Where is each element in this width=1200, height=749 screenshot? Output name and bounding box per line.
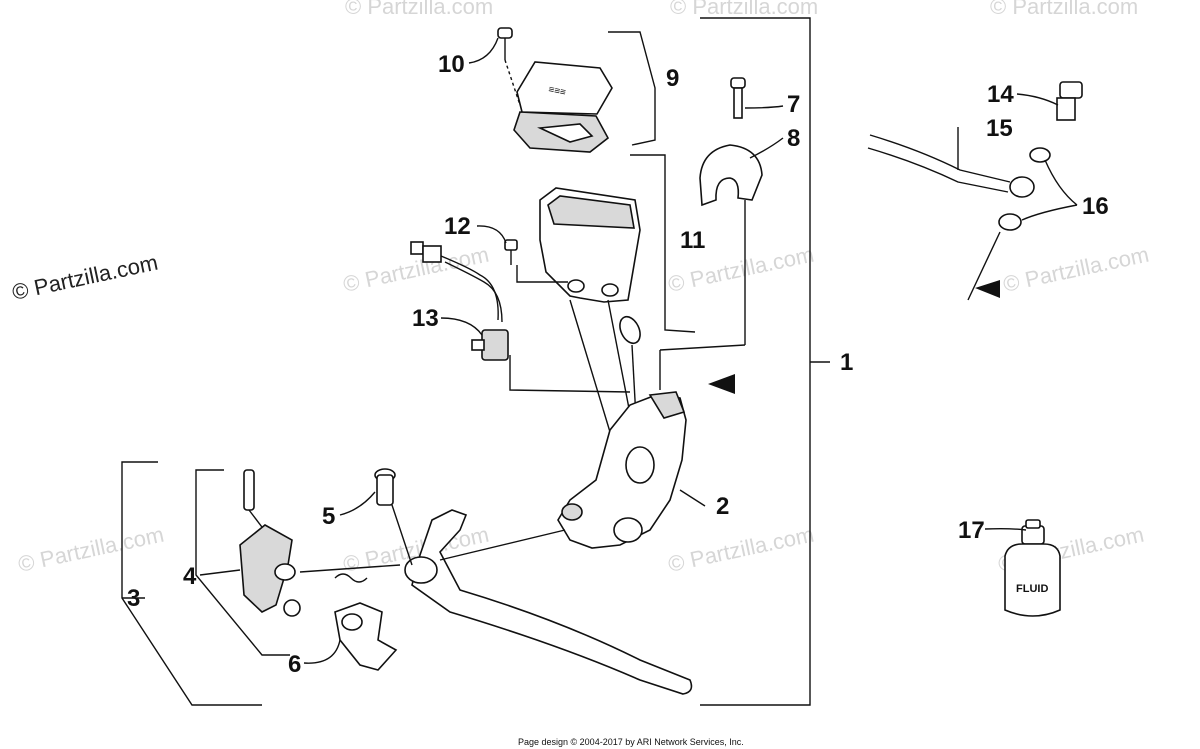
clamp-8 (659, 144, 763, 390)
callouts: 1 2 3 4 5 6 7 8 9 10 11 12 13 14 15 16 1… (127, 51, 1109, 678)
watermark-faint: © Partzilla.com (16, 522, 166, 577)
fluid-bottle-label: FLUID (1016, 583, 1048, 595)
callout-13: 13 (412, 305, 439, 332)
watermark-main: © Partzilla.com (10, 250, 160, 305)
callout-15: 15 (986, 115, 1013, 142)
lever-housing (557, 391, 706, 549)
direction-arrow (708, 374, 735, 394)
watermark-faint: © Partzilla.com (1001, 242, 1151, 297)
screw-10 (497, 27, 521, 106)
callout-6: 6 (288, 651, 301, 678)
brake-lever (404, 509, 693, 695)
bracket-11 (630, 154, 696, 333)
brake-line-banjo (867, 81, 1083, 301)
callout-9: 9 (666, 65, 679, 92)
master-cylinder-body (539, 187, 641, 466)
callout-3: 3 (127, 585, 140, 612)
callout-7: 7 (787, 91, 800, 118)
callout-14: 14 (987, 81, 1014, 108)
watermark-faint: © Partzilla.com (666, 522, 816, 577)
footer-copyright: Page design © 2004-2017 by ARI Network S… (518, 737, 744, 747)
watermark-faint: © Partzilla.com (670, 0, 818, 19)
bracket-4 (195, 469, 290, 656)
callout-5: 5 (322, 503, 335, 530)
pivot-screw-5 (374, 468, 413, 566)
switch-harness (410, 239, 631, 393)
watermark-faint: © Partzilla.com (345, 0, 493, 19)
reservoir-cap: ≡≡≡ (513, 61, 613, 153)
fluid-bottle: FLUID (1004, 519, 1061, 617)
callout-1: 1 (840, 349, 853, 376)
bracket-9 (608, 31, 656, 146)
callout-8: 8 (787, 125, 800, 152)
cap-logo-text: ≡≡≡ (547, 84, 567, 98)
callout-12: 12 (444, 213, 471, 240)
screw-7 (730, 77, 746, 119)
callout-4: 4 (183, 563, 197, 590)
bracket-1 (700, 17, 830, 706)
o-ring (619, 315, 641, 345)
callout-11: 11 (680, 227, 705, 254)
callout-10: 10 (438, 51, 465, 78)
adjuster-assembly (239, 469, 401, 617)
callout-16: 16 (1082, 193, 1109, 220)
bracket-6 (334, 602, 398, 671)
watermark-faint: © Partzilla.com (990, 0, 1138, 19)
callout-2: 2 (716, 493, 729, 520)
callout-leaders (199, 37, 1078, 664)
callout-17: 17 (958, 517, 985, 544)
